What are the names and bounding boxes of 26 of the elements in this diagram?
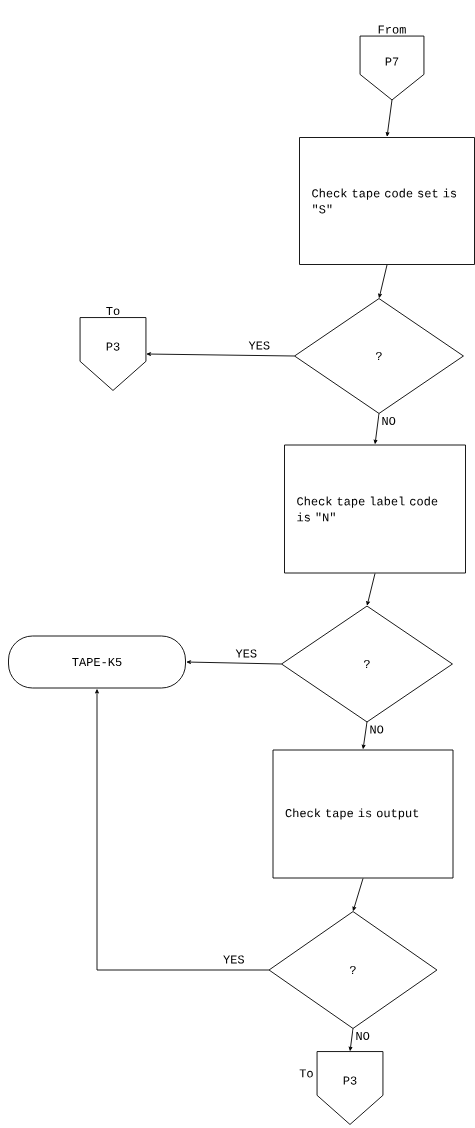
heading: From (378, 25, 406, 34)
edge-label: YES (221, 953, 247, 966)
arrow (146, 352, 295, 357)
process-box: Check tape label code is "N" (284, 444, 466, 574)
off-page-connector: P3 (79, 317, 147, 391)
arrow (352, 878, 364, 911)
arrow (95, 689, 270, 971)
edge-label: NO (379, 414, 398, 428)
terminal-box: TAPE-K5 (8, 635, 186, 689)
arrow (186, 660, 282, 665)
edge-label: NO (367, 723, 386, 736)
process-box: Check tape is output (272, 749, 454, 879)
off-page-connector: P3 (316, 1051, 384, 1125)
heading: To (299, 1069, 313, 1078)
arrow (373, 413, 380, 444)
off-page-connector: P7 (359, 35, 425, 101)
edge-label: YES (233, 647, 260, 660)
arrow (366, 573, 376, 606)
heading: To (106, 307, 120, 316)
arrow (361, 721, 368, 749)
process-box: Check tape code set is "S" (299, 137, 475, 265)
arrow (378, 264, 388, 298)
edge-label: YES (246, 339, 273, 352)
arrow (385, 99, 393, 137)
edge-label: NO (353, 1029, 372, 1043)
arrow (348, 1028, 354, 1051)
